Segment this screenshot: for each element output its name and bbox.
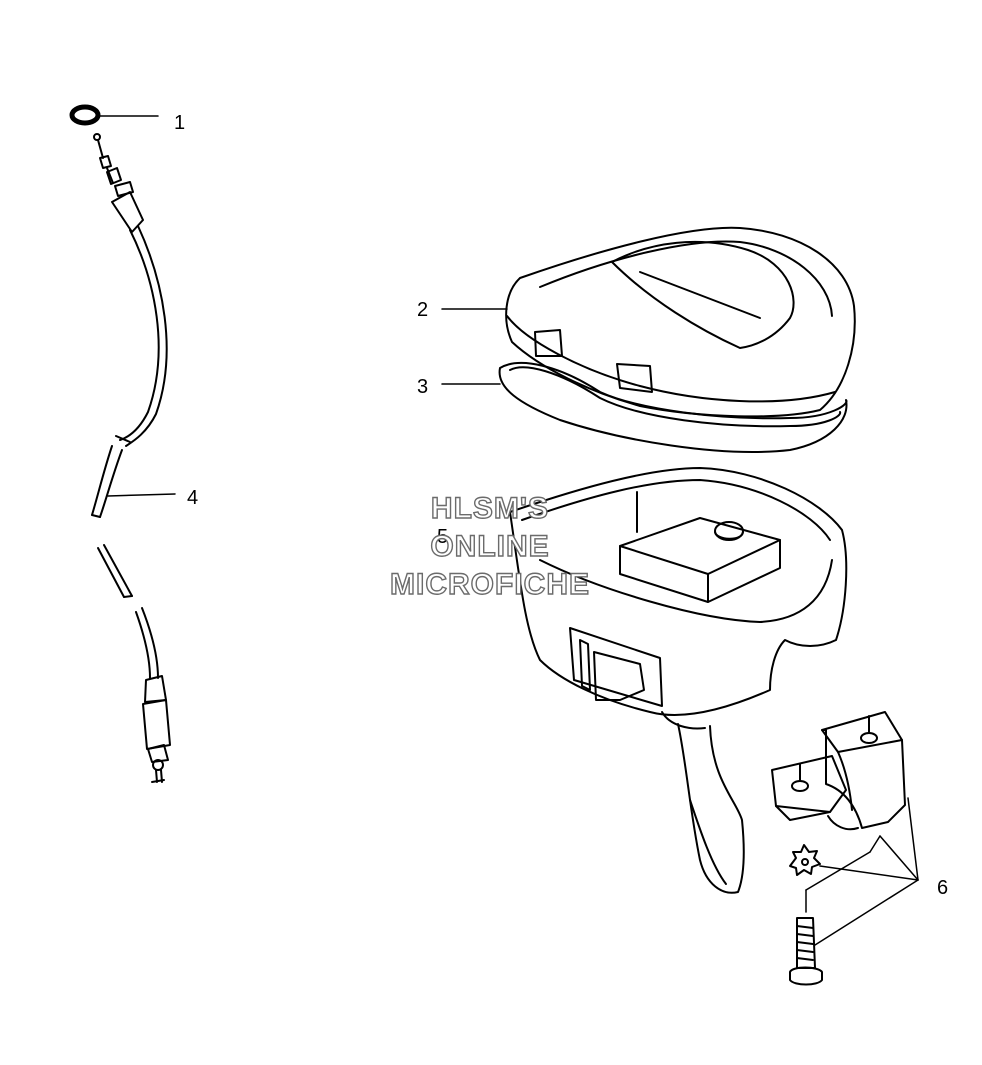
leader-lines (99, 115, 919, 946)
part-1-o-ring (69, 104, 101, 126)
watermark-line-3: MICROFICHE (389, 567, 590, 601)
part-4-throttle-cable (91, 133, 171, 783)
watermark-line-1: HLSM'S (430, 491, 550, 525)
callout-5: 5 (437, 526, 448, 548)
watermark-line-2: ONLINE (430, 529, 550, 563)
part-5-switch-housing (509, 467, 848, 894)
callout-2: 2 (417, 299, 428, 321)
part-3-gasket (498, 361, 848, 453)
callout-6: 6 (937, 877, 948, 899)
callout-3: 3 (417, 376, 428, 398)
part-2-cover (505, 226, 856, 418)
part-6-clamp-hardware (771, 711, 906, 986)
callout-4: 4 (187, 487, 198, 509)
callout-1: 1 (174, 112, 185, 134)
